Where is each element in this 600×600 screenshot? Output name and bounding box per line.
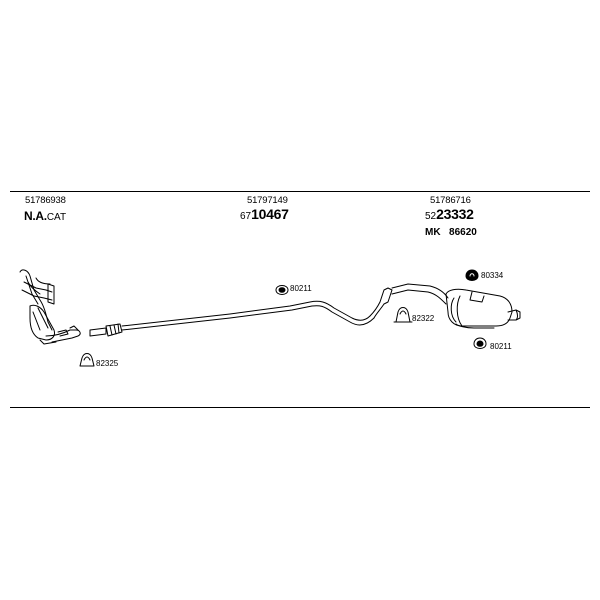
part-code-middle-main: 10467 [251,206,289,222]
part-number-rear: 51786716 [430,195,471,206]
part-code-rear-main: 23332 [436,206,474,222]
bottom-divider-line [10,407,590,408]
rubber-hanger-rear [473,337,487,349]
clamp-front [79,353,95,367]
middle-pipe [121,287,393,331]
part-code-rear-prefix: 52 [425,211,437,222]
part-number-front: 51786938 [25,195,66,206]
clamp-front-label: 82325 [96,359,119,368]
mk-code-rear: MK 86620 [425,223,477,239]
manifold-catalytic-converter [19,269,81,345]
part-code-front: N.A.CAT [24,208,66,224]
part-code-front-prefix: N.A. [24,209,47,223]
clamp-middle [393,307,413,323]
mk-code-prefix: MK [425,227,441,238]
part-code-rear: 5223332 [425,207,474,223]
rear-pipe [391,283,449,305]
rear-muffler [445,288,521,329]
top-divider-line [10,191,590,192]
hanger-muffler-top-label: 80334 [481,271,504,280]
mk-code-number: 86620 [449,227,477,238]
part-code-middle: 6710467 [240,207,289,223]
part-code-middle-prefix: 67 [240,211,252,222]
part-code-front-suffix: CAT [46,212,67,223]
hanger-front-label: 80211 [290,284,312,293]
part-number-middle: 51797149 [247,195,288,206]
rubber-hanger-front [275,285,289,295]
hanger-rear-label: 80211 [490,342,512,351]
clamp-middle-label: 82322 [412,314,435,323]
flex-joint-front [89,323,123,337]
rubber-hanger-muffler [465,269,479,281]
